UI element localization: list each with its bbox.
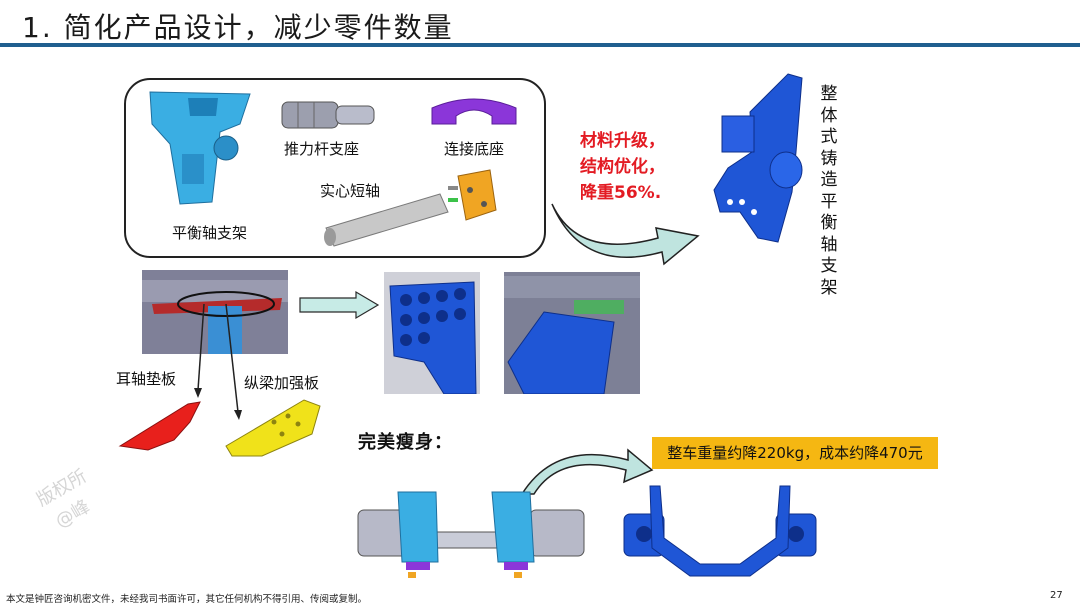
solid-shaft-label: 实心短轴 [320, 182, 381, 200]
benefit-line: 结构优化， [580, 157, 665, 177]
push-rod-seat-image [281, 101, 375, 129]
frame-assembly-image [142, 270, 288, 354]
ear-shaft-pad-label: 耳轴垫板 [116, 370, 177, 388]
parts-group-box [124, 78, 546, 258]
new-axle-assembly-image [623, 485, 817, 577]
benefit-line: 降重56%. [580, 183, 662, 203]
solid-shaft-image [324, 169, 497, 247]
title-divider [0, 43, 1080, 47]
page-title: 1. 简化产品设计，减少零件数量 [22, 11, 454, 44]
pointer-arrows [194, 303, 242, 420]
integrated-bracket-label: 整 体 式 铸 造 平 衡 轴 支 架 [820, 84, 838, 298]
upgrade-arrow [551, 203, 700, 266]
old-axle-assembly-image [357, 491, 585, 578]
ear-shaft-pad-image [118, 401, 201, 451]
confidential-footer: 本文是钟匠咨询机密文件，未经我司书面许可，其它任何机构不得引用、传阅或复制。 [6, 594, 368, 605]
connecting-base-image [431, 98, 517, 125]
balance-bracket-label: 平衡轴支架 [172, 224, 248, 242]
benefit-line: 材料升级， [580, 131, 665, 151]
beam-reinforce-image [225, 399, 321, 457]
balance-bracket-image [149, 91, 251, 205]
push-rod-seat-label: 推力杆支座 [284, 140, 360, 158]
integrated-bracket-image [713, 73, 803, 243]
slimming-arrow [520, 448, 654, 495]
benefit-note: 材料升级， 结构优化， 降重56%. [580, 128, 665, 206]
slimming-label: 完美瘦身： [358, 432, 453, 453]
beam-reinforce-label: 纵梁加强板 [244, 374, 320, 392]
replace-arrow [299, 290, 380, 320]
cast-detail-image-1 [384, 272, 480, 394]
savings-banner: 整车重量约降220kg，成本约降470元 [652, 437, 938, 469]
connecting-base-label: 连接底座 [444, 140, 505, 158]
page-number: 27 [1050, 590, 1063, 601]
cast-detail-image-2 [504, 272, 640, 394]
